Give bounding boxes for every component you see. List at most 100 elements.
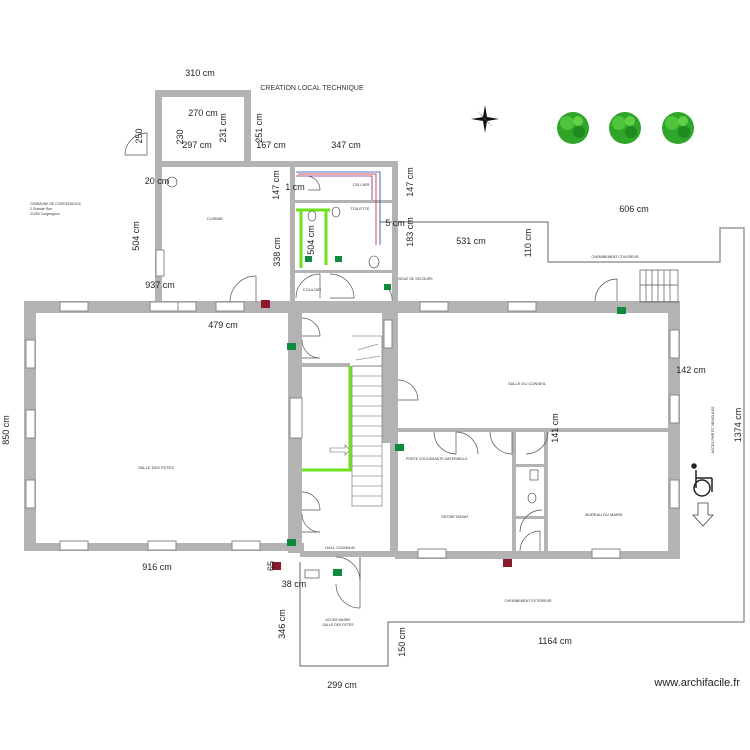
fixtures — [166, 176, 539, 504]
window-icon — [25, 409, 36, 439]
room-label-salle-fetes: SALLE DES FETES — [138, 465, 174, 470]
fire-alarm-icon — [272, 562, 281, 570]
accessible-path — [296, 208, 352, 472]
svg-text:COMMUNE DE CORGENGOUX: COMMUNE DE CORGENGOUX — [30, 202, 82, 206]
svg-text:916 cm: 916 cm — [142, 562, 172, 572]
svg-text:606 cm: 606 cm — [619, 204, 649, 214]
svg-text:65: 65 — [266, 561, 276, 571]
fire-alarm-icon — [261, 300, 270, 308]
svg-text:504 cm: 504 cm — [131, 221, 141, 251]
door-icon — [525, 431, 549, 455]
door-icon — [519, 530, 541, 552]
safety-signs — [261, 256, 626, 579]
door-icon — [397, 379, 419, 401]
svg-text:183 cm: 183 cm — [405, 217, 415, 247]
svg-text:937 cm: 937 cm — [145, 280, 175, 290]
svg-text:251 cm: 251 cm — [254, 113, 264, 143]
svg-text:297 cm: 297 cm — [182, 140, 212, 150]
svg-text:346 cm: 346 cm — [277, 609, 287, 639]
svg-text:150 cm: 150 cm — [397, 627, 407, 657]
door-icon — [455, 431, 479, 455]
dimension-labels: 310 cm 270 cm 250 230 297 cm 231 cm 251 … — [1, 68, 743, 690]
svg-text:141 cm: 141 cm — [550, 413, 560, 443]
svg-text:504 cm: 504 cm — [306, 225, 316, 255]
window-icon — [25, 339, 36, 369]
svg-text:1 cm: 1 cm — [285, 182, 305, 192]
sink-icon — [529, 469, 539, 481]
svg-text:21250 Corgengoux: 21250 Corgengoux — [30, 212, 60, 216]
stair-treads — [352, 375, 382, 497]
emergency-exit-icon — [287, 343, 296, 350]
svg-text:147 cm: 147 cm — [405, 167, 415, 197]
window-icon — [669, 394, 680, 424]
emergency-exit-icon — [395, 444, 404, 451]
svg-text:230: 230 — [175, 129, 185, 144]
room-label-salle-conseil: SALLE DU CONSEIL — [508, 381, 547, 386]
door-icon — [519, 509, 543, 533]
window-icon — [507, 301, 537, 312]
room-labels: CUISINE CELLIER TOILETTE COULOIR ISSUE D… — [138, 182, 715, 627]
emergency-exit-icon — [384, 284, 391, 290]
window-icon — [25, 479, 36, 509]
windows — [25, 249, 680, 559]
room-label-hall: HALL COMMUN — [325, 545, 355, 550]
room-label-issue-secours: ISSUE DE SECOURS — [398, 277, 433, 281]
room-label-bureau-maire: BUREAU DU MAIRE — [585, 512, 623, 517]
emergency-exit-icon — [305, 256, 312, 262]
window-icon — [289, 397, 303, 439]
window-icon — [147, 540, 177, 551]
emergency-exit-icon — [287, 539, 296, 546]
svg-text:5 cm: 5 cm — [385, 218, 405, 228]
tree-icon — [557, 112, 589, 144]
window-icon — [59, 301, 89, 312]
exterior-steps — [639, 269, 679, 303]
room-label-cuisine: CUISINE — [207, 216, 224, 221]
arrow-down-icon — [692, 502, 714, 527]
svg-text:231 cm: 231 cm — [218, 113, 228, 143]
room-label-couloir: COULOIR — [303, 287, 321, 292]
pipes — [296, 171, 381, 245]
window-icon — [419, 301, 449, 312]
svg-text:110 cm: 110 cm — [523, 229, 533, 258]
door-icon — [229, 275, 257, 303]
window-icon — [417, 548, 447, 559]
svg-text:338 cm: 338 cm — [272, 237, 282, 267]
electric-panel — [304, 569, 320, 579]
door-icon — [329, 273, 355, 299]
wheelchair-icon — [691, 463, 713, 497]
door-icon — [301, 513, 321, 533]
door-icon — [489, 431, 513, 455]
window-icon — [231, 540, 261, 551]
toilet-icon — [368, 255, 380, 269]
toilet-icon — [307, 210, 317, 222]
window-icon — [591, 548, 621, 559]
tree-icon — [662, 112, 694, 144]
window-icon — [155, 249, 165, 277]
toilet-icon — [331, 206, 341, 218]
room-label-cheminement-bas: CHEMINEMENT EXTERIEUR — [505, 599, 552, 603]
tree-icon — [609, 112, 641, 144]
svg-text:310 cm: 310 cm — [185, 68, 215, 78]
door-icon — [307, 175, 321, 191]
room-label-porte: PORTE COULISSANTE MATERNELLE — [406, 457, 468, 461]
trees — [557, 112, 694, 144]
side-access-label: ACCES PMR ET VEHICULES — [711, 406, 715, 454]
svg-text:2 Grande Rue: 2 Grande Rue — [30, 207, 52, 211]
room-label-toilettes: TOILETTE — [350, 206, 369, 211]
svg-text:250: 250 — [134, 128, 144, 143]
door-icon — [301, 339, 321, 359]
window-icon — [215, 301, 245, 312]
room-label-cheminement-haut: CHEMINEMENT COUVREUR — [592, 255, 639, 259]
window-icon — [149, 301, 179, 312]
door-icon — [301, 491, 321, 511]
door-icon — [295, 273, 321, 299]
page-title: CREATION LOCAL TECHNIQUE — [260, 85, 364, 92]
doors — [124, 132, 618, 609]
svg-text:147 cm: 147 cm — [271, 170, 281, 200]
door-icon — [124, 132, 148, 156]
svg-text:1374 cm: 1374 cm — [733, 408, 743, 443]
boiler-icon — [166, 176, 178, 188]
window-icon — [669, 479, 680, 509]
svg-text:270 cm: 270 cm — [188, 108, 218, 118]
